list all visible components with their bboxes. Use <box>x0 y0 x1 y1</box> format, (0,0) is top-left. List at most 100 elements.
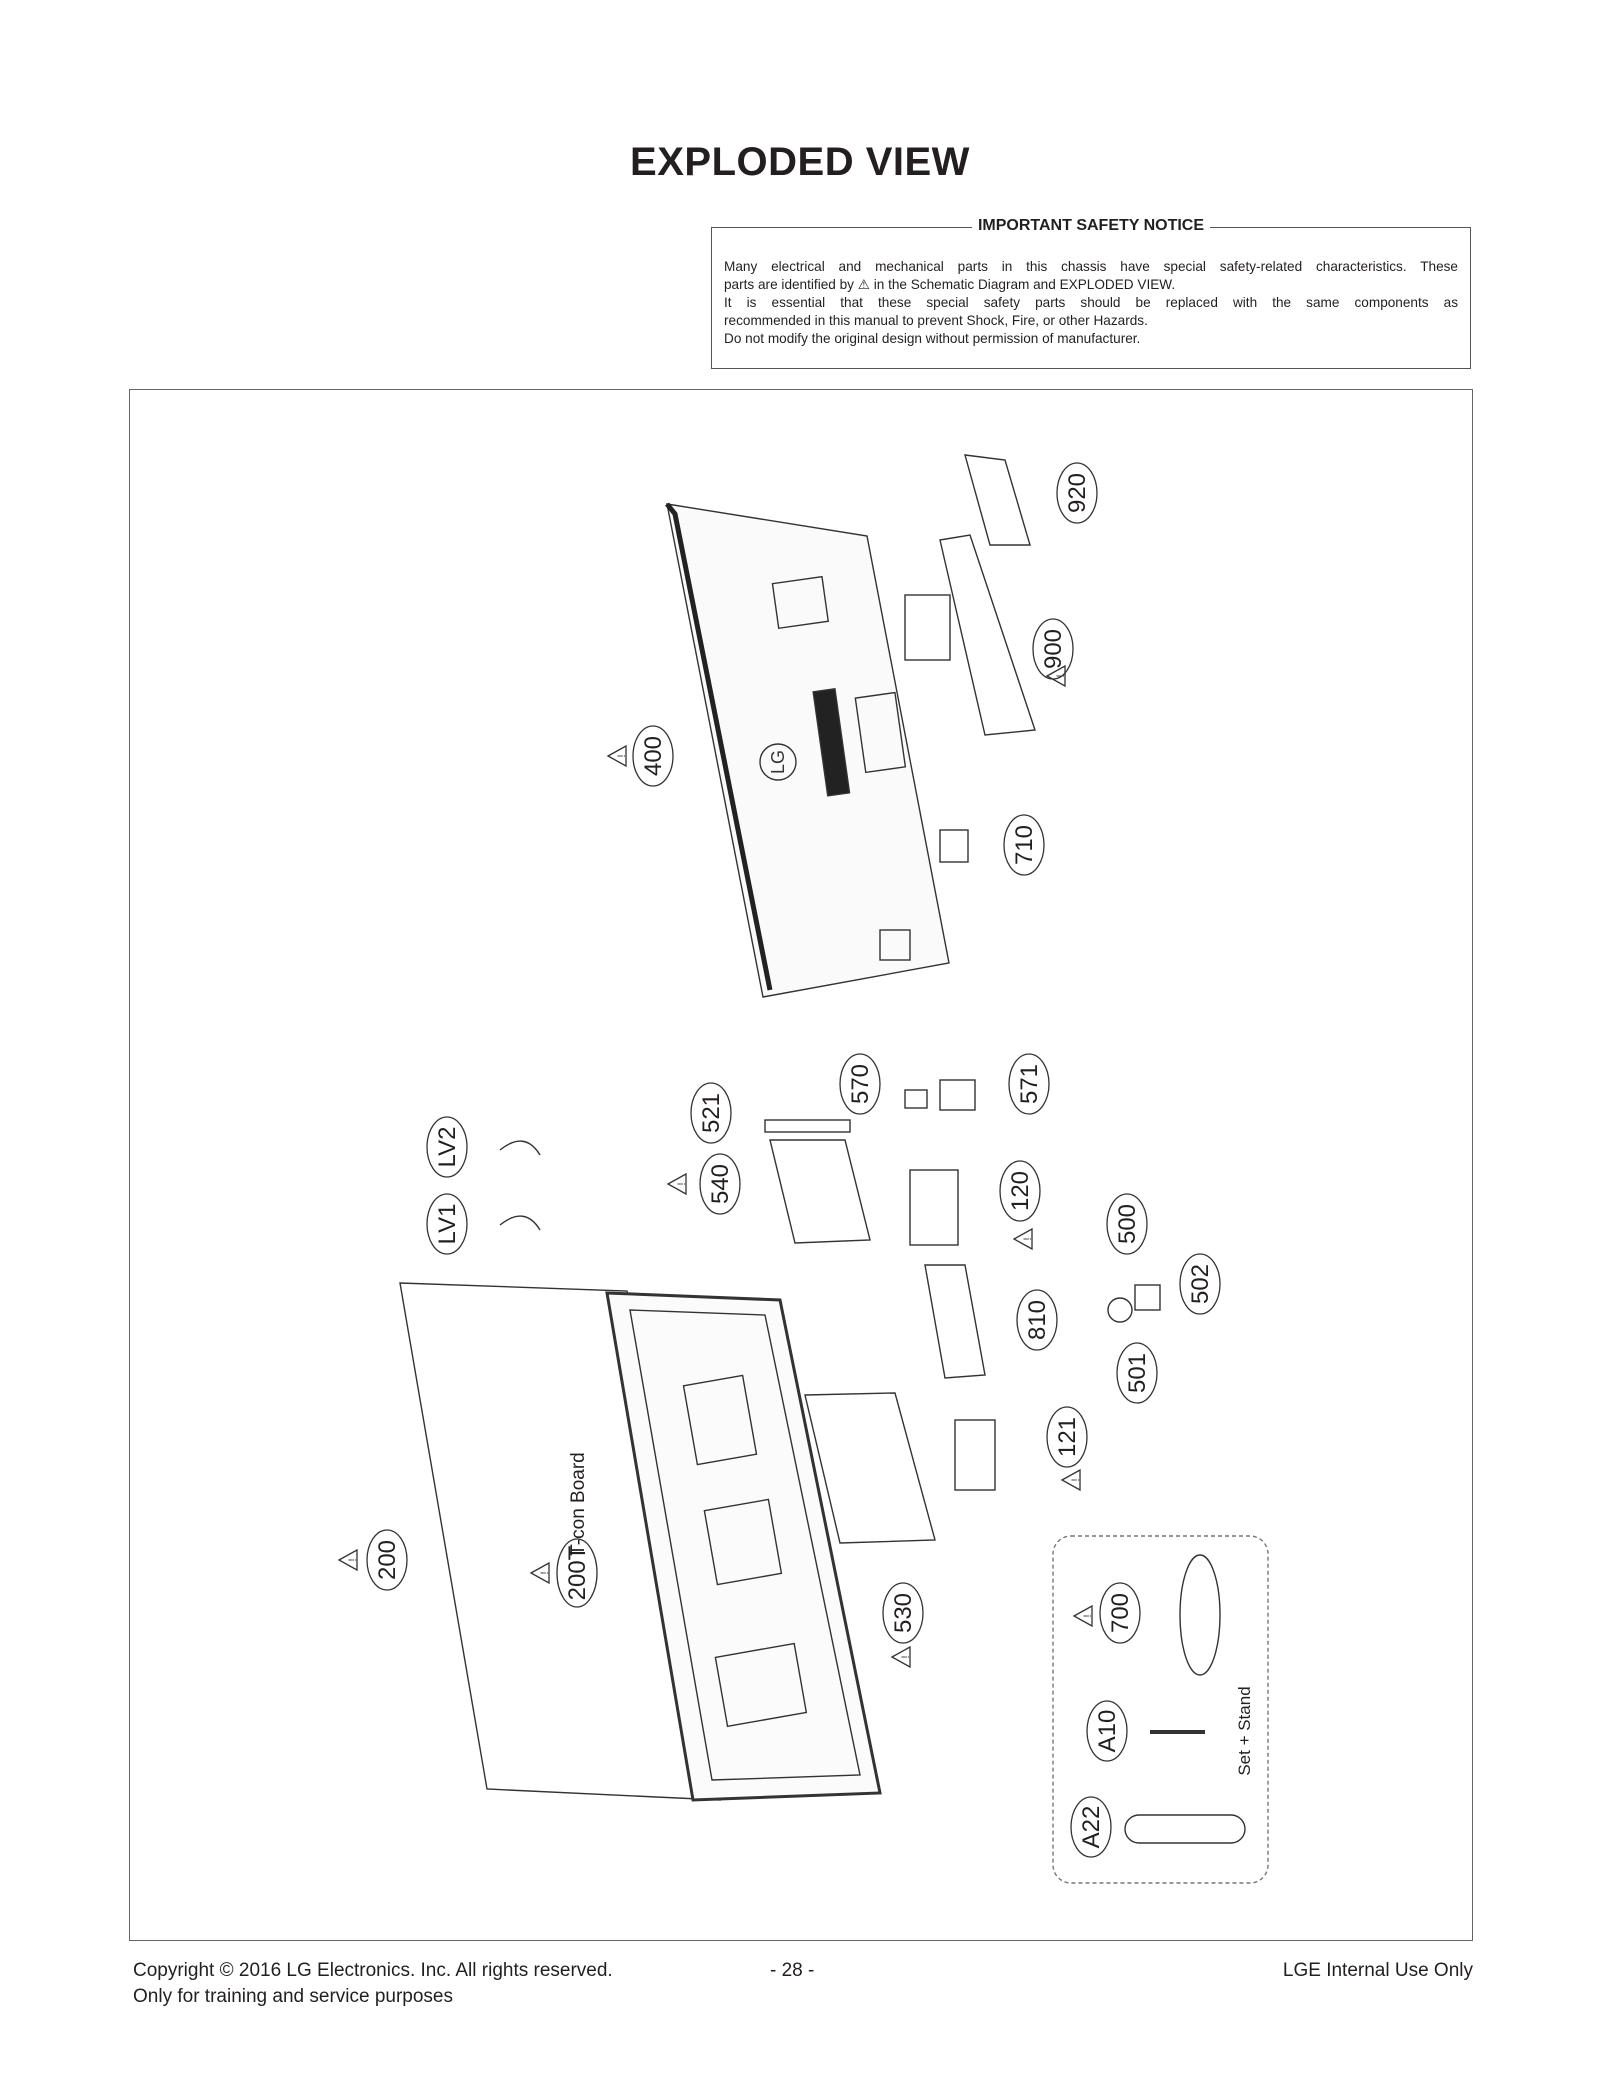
part-callout-571: 571 <box>1008 1053 1050 1115</box>
safety-notice: IMPORTANT SAFETY NOTICE Many electrical … <box>711 217 1471 369</box>
part-callout-710: 710 <box>1003 814 1045 876</box>
footer-copyright: Copyright © 2016 LG Electronics. Inc. Al… <box>133 1960 613 1981</box>
safety-warning-icon <box>1012 1227 1033 1251</box>
callout-ellipse <box>632 725 674 787</box>
footer-purpose: Only for training and service purposes <box>133 1986 453 2007</box>
part-callout-700: 700! <box>1072 1582 1141 1644</box>
safety-warning-icon <box>337 1548 358 1572</box>
power-board-drawing <box>909 1169 959 1246</box>
power-cord-drawing <box>1179 1554 1221 1676</box>
part-callout-540: 540! <box>666 1153 741 1215</box>
part-callout-a22: A22 <box>1070 1796 1112 1858</box>
exclamation-icon: ! <box>1022 1237 1034 1240</box>
part-callout-570: 570 <box>839 1053 881 1115</box>
part-number: 120 <box>1007 1171 1034 1211</box>
callout-ellipse <box>1008 1053 1050 1115</box>
exclamation-icon: ! <box>1070 1478 1082 1481</box>
notice-line: Do not modify the original design withou… <box>724 331 1141 346</box>
part-number: LV1 <box>434 1204 461 1245</box>
part-number: 400 <box>640 736 667 776</box>
safety-notice-body: Many electrical and mechanical parts in … <box>724 258 1458 348</box>
callout-ellipse <box>1056 462 1098 524</box>
part-number: 810 <box>1024 1300 1051 1340</box>
part-number: A22 <box>1078 1806 1105 1849</box>
part-number: 700 <box>1107 1593 1134 1633</box>
cable-lv2-drawing <box>499 1140 541 1156</box>
part-number: A10 <box>1094 1710 1121 1753</box>
exclamation-icon: ! <box>347 1558 359 1561</box>
logo-band <box>812 688 851 797</box>
exclamation-icon: ! <box>676 1182 688 1185</box>
safety-warning-icon <box>606 744 627 768</box>
part-number: 530 <box>890 1593 917 1633</box>
callout-ellipse <box>366 1529 408 1591</box>
main-board-drawing <box>769 1139 871 1244</box>
callout-ellipse <box>1016 1289 1058 1351</box>
notice-line: parts are identified by ⚠ in the Schemat… <box>724 277 1176 292</box>
part-number: 521 <box>698 1093 725 1133</box>
part-callout-900: 900! <box>1032 618 1074 688</box>
callout-ellipse <box>1003 814 1045 876</box>
safety-warning-icon <box>1045 664 1066 688</box>
callout-ellipse <box>839 1053 881 1115</box>
safety-warning-icon <box>1072 1604 1093 1628</box>
part-number: 571 <box>1016 1064 1043 1104</box>
page-number: - 28 - <box>770 1960 815 1981</box>
part-callout-a10: A10 <box>1086 1700 1128 1762</box>
part-number: 500 <box>1114 1204 1141 1244</box>
safety-warning-icon <box>666 1172 687 1196</box>
part-number: 501 <box>1124 1353 1151 1393</box>
part-callout-501: 501 <box>1116 1342 1158 1404</box>
safety-warning-icon <box>1060 1468 1081 1492</box>
part-number: 710 <box>1011 825 1038 865</box>
logo-text: LG <box>768 750 788 774</box>
exploded-view-frame <box>129 389 1473 1941</box>
part-callout-530: 530! <box>882 1582 924 1669</box>
part-number: 920 <box>1064 473 1091 513</box>
notice-line: Many electrical and mechanical parts in … <box>724 259 1458 274</box>
footer-classification: LGE Internal Use Only <box>1282 1960 1473 1981</box>
part-callout-500: 500 <box>1106 1193 1148 1255</box>
part-number: 900 <box>1040 629 1067 669</box>
tcon-board-drawing <box>804 1392 936 1544</box>
part-number: 200 <box>374 1540 401 1580</box>
stand-cover-drawing <box>964 454 1031 546</box>
safety-warning-icon <box>890 1645 911 1669</box>
part-callout-521: 521 <box>690 1082 732 1144</box>
callout-ellipse <box>556 1538 598 1608</box>
callout-ellipse <box>1070 1796 1112 1858</box>
part-callout-200: 200! <box>337 1529 408 1591</box>
bracket-710-drawing <box>939 829 969 863</box>
part-callout-200t: 200T! <box>529 1538 598 1608</box>
part-number: 570 <box>847 1064 874 1104</box>
callout-ellipse <box>690 1082 732 1144</box>
stand-drawing <box>939 534 1036 736</box>
callout-ellipse <box>1086 1700 1128 1762</box>
page-title: EXPLODED VIEW <box>630 140 970 184</box>
cable-lv1-drawing <box>499 1215 541 1231</box>
exclamation-icon: ! <box>539 1571 551 1574</box>
callout-ellipse <box>1179 1253 1221 1315</box>
safety-warning-icon <box>529 1561 550 1585</box>
safety-notice-heading: IMPORTANT SAFETY NOTICE <box>971 217 1211 234</box>
exclamation-icon: ! <box>616 754 628 757</box>
callout-ellipse <box>1116 1342 1158 1404</box>
part-number: 200T <box>564 1545 591 1600</box>
callout-ellipse <box>1099 1582 1141 1644</box>
part-callout-lv1: LV1 <box>426 1193 468 1255</box>
part-callout-810: 810 <box>1016 1289 1058 1351</box>
exclamation-icon: ! <box>1055 674 1067 677</box>
part-number: 502 <box>1187 1264 1214 1304</box>
lg-logo-icon <box>759 743 797 781</box>
part-callout-lv2: LV2 <box>426 1116 468 1178</box>
callout-ellipse <box>699 1153 741 1215</box>
part-callout-120: 120! <box>999 1160 1041 1251</box>
exclamation-icon: ! <box>900 1655 912 1658</box>
part-callout-121: 121! <box>1046 1406 1088 1492</box>
part-callout-400: 400! <box>606 725 674 787</box>
callout-ellipse <box>999 1160 1041 1222</box>
part-number: 121 <box>1054 1417 1081 1457</box>
callout-ellipse <box>882 1582 924 1644</box>
notice-line: recommended in this manual to prevent Sh… <box>724 313 1148 328</box>
